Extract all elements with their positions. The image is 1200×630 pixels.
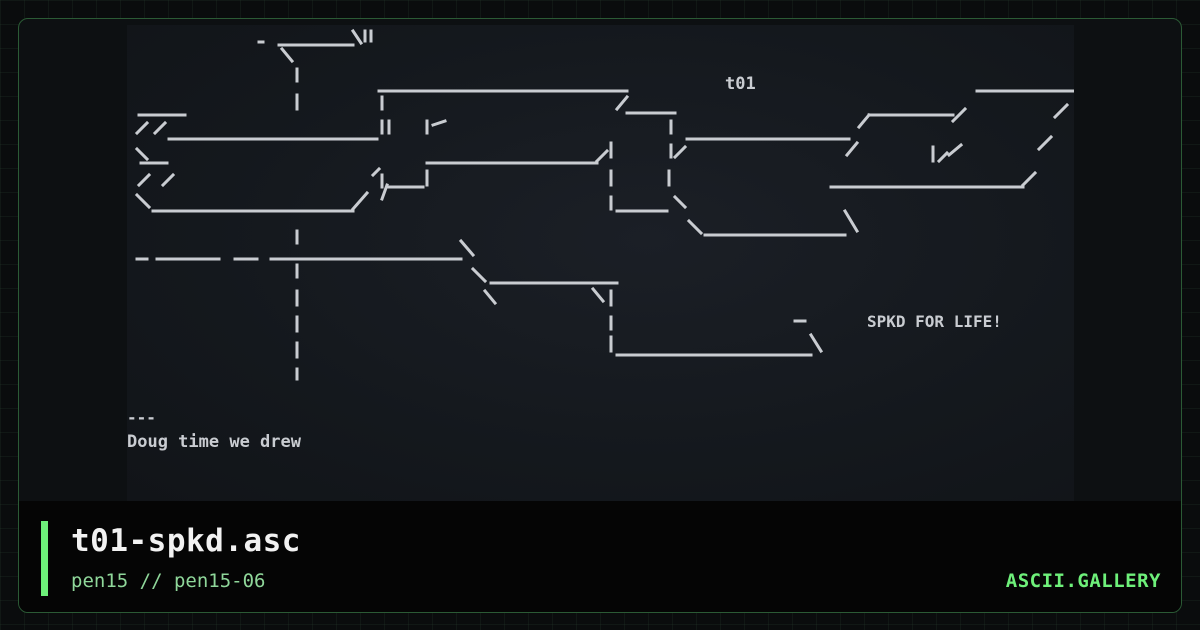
artwork-title[interactable]: t01-spkd.asc (71, 523, 301, 559)
ascii-artwork: t01 SPKD FOR LIFE! --- Doug time we drew (127, 28, 1074, 452)
art-label-tag: SPKD FOR LIFE! (867, 312, 1002, 331)
art-label-t01: t01 (725, 74, 756, 94)
art-caption-rule: --- (127, 408, 156, 427)
ascii-strokes (134, 28, 1074, 381)
card-footer: t01-spkd.asc pen15 // pen15-06 ASCII.GAL… (19, 501, 1181, 612)
accent-bar (41, 521, 48, 596)
gallery-card: t01 SPKD FOR LIFE! --- Doug time we drew… (18, 18, 1182, 613)
site-brand[interactable]: ASCII.GALLERY (1005, 570, 1161, 592)
artwork-preview[interactable]: t01 SPKD FOR LIFE! --- Doug time we drew (127, 25, 1074, 501)
artwork-path[interactable]: pen15 // pen15-06 (71, 570, 266, 592)
art-caption: Doug time we drew (127, 432, 302, 452)
